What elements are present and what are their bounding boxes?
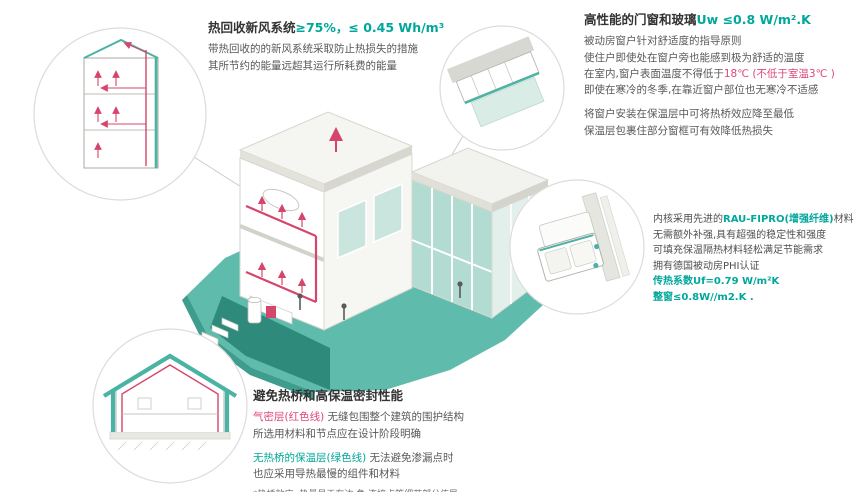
thermal-desc-line: 无热桥的保温层(绿色线) 无法避免渗漏点时 bbox=[253, 450, 583, 466]
window-desc-line: 即使在寒冷的冬季,在靠近窗户部位也无寒冷不适感 bbox=[584, 84, 819, 97]
people-figures bbox=[297, 281, 463, 320]
circle-window-corner-detail bbox=[439, 25, 565, 151]
window-desc-pre: 在室内,窗户表面温度不得低于 bbox=[584, 67, 724, 80]
window-desc-line: 将窗户安装在保温层中可将热桥效应降至最低 bbox=[584, 108, 794, 121]
airtight-layer-label: 气密层(红色线) bbox=[253, 411, 325, 424]
ground-hatching bbox=[117, 441, 207, 451]
window-desc-line: 被动房窗户针对舒适度的指导原则 bbox=[584, 35, 742, 48]
circle-thermal-section-detail bbox=[92, 328, 248, 484]
heat-exchanger-unit bbox=[266, 306, 276, 318]
profile-desc-line: 无需额外补强,具有超强的稳定性和强度 bbox=[653, 229, 827, 241]
profile-desc-green: RAU-FIPRO(增强纤维) bbox=[723, 214, 834, 225]
ventilation-title-main: 热回收新风系统 bbox=[208, 20, 296, 35]
ventilation-title: 热回收新风系统≥75%，≤ 0.45 Wh/m³ bbox=[208, 20, 458, 36]
profile-desc-post: 材料 bbox=[833, 214, 854, 225]
window-desc-red: 18℃ (不低于室温3℃ ) bbox=[723, 67, 835, 80]
circle-ventilation-detail bbox=[33, 27, 207, 201]
profile-text-block: 内核采用先进的RAU-FIPRO(增强纤维)材料 无需额外补强,具有超强的稳定性… bbox=[653, 212, 863, 305]
thermal-title: 避免热桥和高保温密封性能 bbox=[253, 388, 404, 403]
ventilation-text-block: 热回收新风系统≥75%，≤ 0.45 Wh/m³ 带热回收的的新风系统采取防止热… bbox=[208, 20, 458, 74]
thermal-footnote: *热桥效应: 热量易于在边.角.连接点等细节部分传导 bbox=[253, 489, 583, 492]
profile-desc-pre: 内核采用先进的 bbox=[653, 214, 723, 225]
window-title: 高性能的门窗和玻璃Uw ≤0.8 W/m².K bbox=[584, 12, 859, 28]
thermal-desc-line: 气密层(红色线) 无缝包围整个建筑的围护结构 bbox=[253, 409, 583, 425]
profile-desc-line: 可填充保温隔热材料轻松满足节能需求 bbox=[653, 245, 823, 256]
foundation-cut bbox=[210, 296, 330, 390]
window-desc-line: 在室内,窗户表面温度不得低于18℃ (不低于室温3℃ ) bbox=[584, 66, 859, 82]
boiler-tank bbox=[247, 296, 262, 324]
window-text-block: 高性能的门窗和玻璃Uw ≤0.8 W/m².K 被动房窗户针对舒适度的指导原则 … bbox=[584, 12, 859, 139]
window-title-main: 高性能的门窗和玻璃 bbox=[584, 12, 697, 27]
window-title-value: Uw ≤0.8 W/m².K bbox=[696, 12, 811, 27]
insulation-layer-green bbox=[102, 353, 238, 398]
thermal-desc-rest: 无缝包围整个建筑的围护结构 bbox=[324, 411, 465, 424]
profile-desc-line: 拥有德国被动房PHI认证 bbox=[653, 260, 760, 272]
thermal-desc-line: 也应采用导热最慢的组件和材料 bbox=[253, 468, 400, 481]
ventilation-desc-line: 带热回收的的新风系统采取防止热损失的措施 bbox=[208, 43, 418, 56]
circle-window-profile-detail bbox=[509, 179, 645, 315]
ventilation-desc-line: 其所节约的能量远超其运行所耗费的能量 bbox=[208, 59, 397, 72]
profile-uw-value: 整窗≤0.8W//m2.K . bbox=[653, 291, 754, 303]
facade-window bbox=[373, 182, 403, 244]
thermal-desc-rest: 无法避免渗漏点时 bbox=[366, 451, 454, 464]
ventilation-ducts bbox=[245, 127, 343, 318]
profile-uf-value: 传热系数Uf=0.79 W/m²K bbox=[653, 276, 780, 287]
airflow-arrows bbox=[94, 41, 147, 166]
ventilation-title-value: ≥75%，≤ 0.45 Wh/m³ bbox=[295, 20, 445, 35]
airtight-layer-red bbox=[121, 364, 219, 432]
facade-window bbox=[337, 198, 367, 260]
insulation-layer-label: 无热桥的保温层(绿色线) bbox=[253, 451, 367, 464]
profile-desc-line: 内核采用先进的RAU-FIPRO(增强纤维)材料 bbox=[653, 212, 863, 228]
window-desc-line: 保温层包裹住部分窗框可有效降低热损失 bbox=[584, 124, 773, 137]
thermal-desc-line: 所选用材料和节点应在设计阶段明确 bbox=[253, 427, 421, 440]
thermal-text-block: 避免热桥和高保温密封性能 气密层(红色线) 无缝包围整个建筑的围护结构 所选用材… bbox=[253, 388, 583, 492]
house-3d bbox=[238, 111, 550, 331]
window-desc-line: 使住户即使处在窗户旁也能感到极为舒适的温度 bbox=[584, 51, 805, 64]
